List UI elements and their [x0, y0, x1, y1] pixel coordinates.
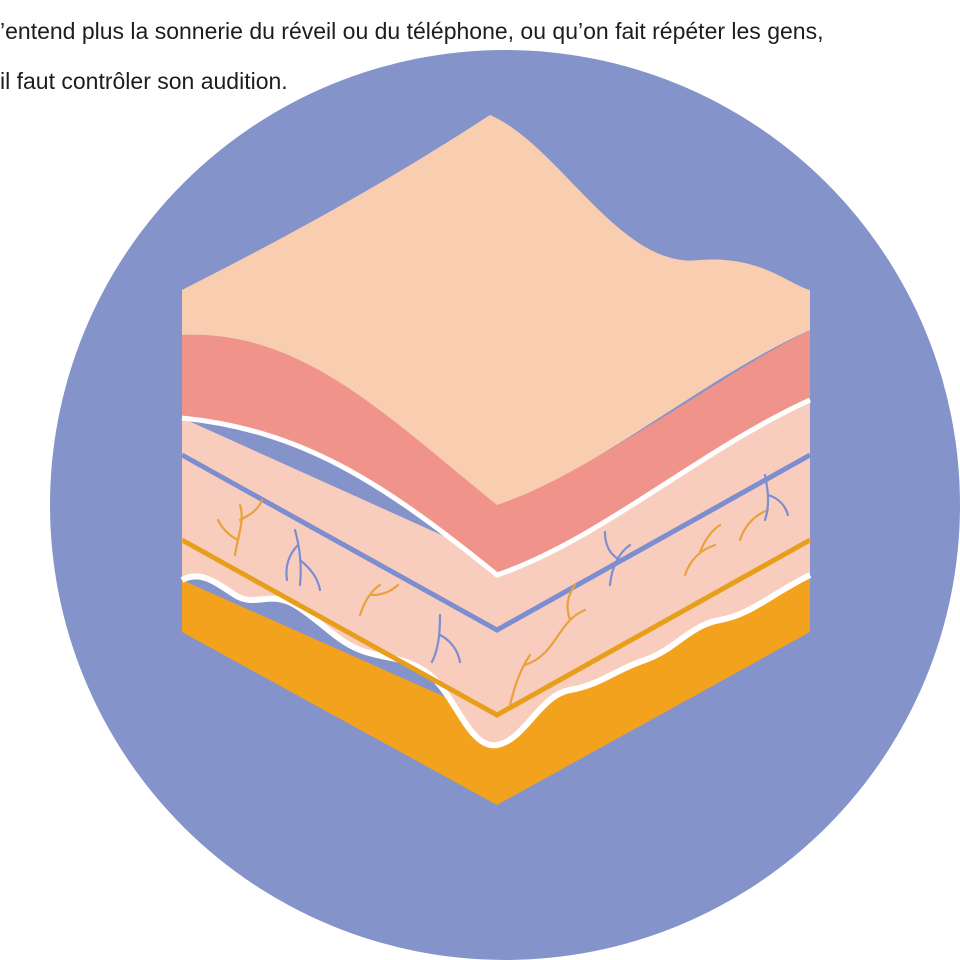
- page: ’entend plus la sonnerie du réveil ou du…: [0, 0, 960, 960]
- skin-layers-illustration: [0, 0, 960, 960]
